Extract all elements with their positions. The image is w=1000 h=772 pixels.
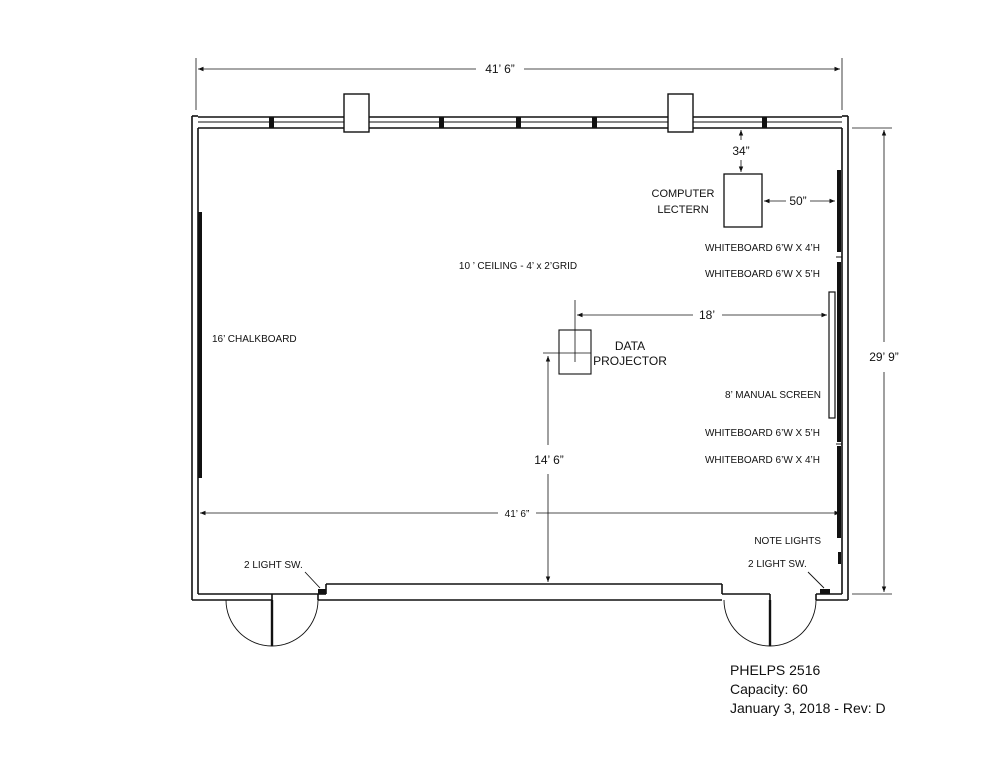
whiteboard-2-label: WHITEBOARD 6’W X 5’H xyxy=(705,269,820,280)
projector-label-line2: PROJECTOR xyxy=(593,354,667,368)
capacity-text: Capacity: 60 xyxy=(730,681,808,697)
column-left xyxy=(343,93,370,133)
manual-screen xyxy=(828,291,836,419)
right-switch-leader xyxy=(807,571,825,589)
left-door xyxy=(225,599,319,647)
computer-lectern xyxy=(723,173,763,228)
lectern-top-dimension: 34” xyxy=(732,144,749,158)
whiteboard-1 xyxy=(837,170,841,252)
column-right xyxy=(667,93,694,133)
chalkboard-label: 16’ CHALKBOARD xyxy=(212,334,297,345)
whiteboard-2-3 xyxy=(837,262,841,442)
mullion xyxy=(516,117,521,128)
right-door xyxy=(723,599,817,647)
whiteboard-1-label: WHITEBOARD 6’W X 4’H xyxy=(705,243,820,254)
mullion xyxy=(592,117,597,128)
mullion xyxy=(439,117,444,128)
note-lights-label: NOTE LIGHTS xyxy=(754,536,821,547)
right-light-switch xyxy=(820,589,830,594)
interior-width-dimension: 41’ 6” xyxy=(505,509,530,520)
projector-offset-dimension: 18’ xyxy=(699,308,715,322)
right-door-swing-a xyxy=(723,599,771,647)
whiteboard-3-label: WHITEBOARD 6’W X 5’H xyxy=(705,428,820,439)
left-light-switch xyxy=(318,589,326,594)
whiteboard-4 xyxy=(837,446,841,538)
right-switch-label: 2 LIGHT SW. xyxy=(748,559,807,570)
lectern-side-dimension: 50” xyxy=(789,194,806,208)
right-door-swing-b xyxy=(769,599,817,647)
projector-label-line1: DATA xyxy=(615,339,645,353)
left-door-swing-a xyxy=(225,599,273,647)
whiteboard-4-label: WHITEBOARD 6’W X 4’H xyxy=(705,455,820,466)
lectern-label-line2: LECTERN xyxy=(657,204,708,216)
lectern-label-line1: COMPUTER xyxy=(652,188,715,200)
mullion xyxy=(762,117,767,128)
note-lights-fixture xyxy=(838,552,841,564)
top-width-dimension: 41’ 6” xyxy=(485,62,515,76)
room-title: PHELPS 2516 xyxy=(730,662,820,678)
projector-height-dimension: 14’ 6” xyxy=(534,453,564,467)
left-door-swing-b xyxy=(271,599,319,647)
window-mullions xyxy=(269,117,767,128)
ceiling-label: 10 ’ CEILING - 4’ x 2’GRID xyxy=(459,261,577,272)
screen-label: 8’ MANUAL SCREEN xyxy=(725,390,821,401)
dimension-lines xyxy=(195,58,892,595)
mullion xyxy=(269,117,274,128)
right-height-dimension: 29’ 9” xyxy=(869,350,899,364)
revision-date: January 3, 2018 - Rev: D xyxy=(730,700,886,716)
left-switch-label: 2 LIGHT SW. xyxy=(244,560,303,571)
chalkboard xyxy=(198,212,202,478)
left-switch-leader xyxy=(304,571,321,589)
